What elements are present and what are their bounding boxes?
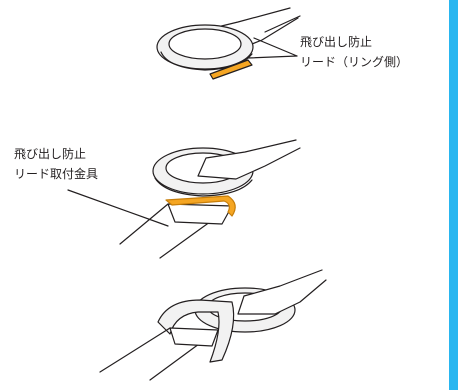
figure-attached <box>99 269 327 381</box>
strap-3-lower-body <box>169 327 219 347</box>
split-ring-2-coil <box>154 177 253 197</box>
label-ring-side-lead-line-2: リード（リング側） <box>300 55 409 69</box>
leader-line-2 <box>67 189 169 227</box>
fitting-highlight-2 <box>165 195 236 217</box>
strap-1-inner <box>264 15 301 33</box>
leader-line-1b <box>247 55 298 59</box>
accent-bar <box>449 0 458 390</box>
strap-2-upper <box>197 139 301 180</box>
label-ring-side-lead: 飛び出し防止 リード（リング側） <box>300 32 408 72</box>
strap-2-lower-body <box>167 203 233 225</box>
strap-3-upper <box>237 269 327 315</box>
leader-line-1a <box>253 37 298 57</box>
lead-highlight-1 <box>209 59 253 80</box>
label-lead-fitting-line-2: リード取付金具 <box>14 167 99 181</box>
split-ring-1-inner <box>168 28 242 60</box>
label-lead-fitting-line-1: 飛び出し防止 <box>14 147 87 161</box>
figure-lead-fitting <box>67 139 301 259</box>
d-fitting-3 <box>157 299 235 363</box>
figure-ring-side-lead <box>156 7 301 80</box>
label-ring-side-lead-line-1: 飛び出し防止 <box>300 35 373 49</box>
label-lead-fitting: 飛び出し防止 リード取付金具 <box>14 144 98 184</box>
